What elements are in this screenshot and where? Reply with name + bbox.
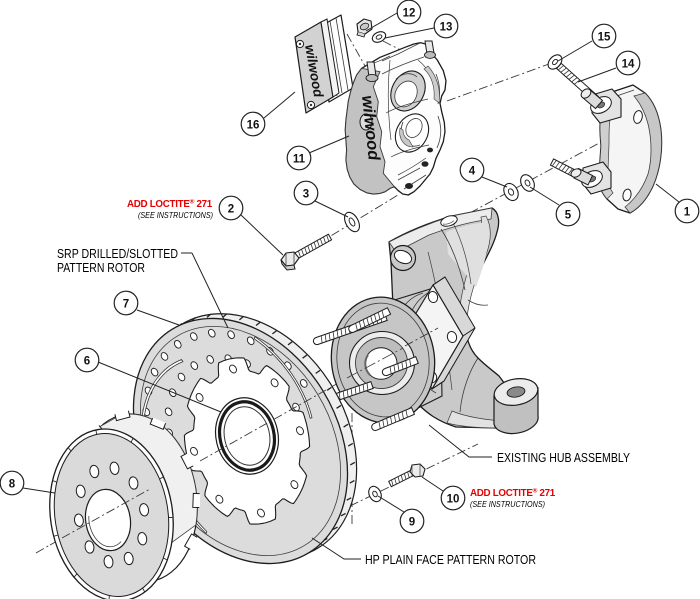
svg-text:SRP DRILLED/SLOTTED: SRP DRILLED/SLOTTED <box>57 247 178 261</box>
svg-text:(SEE INSTRUCTIONS): (SEE INSTRUCTIONS) <box>470 500 545 509</box>
svg-text:13: 13 <box>440 22 453 34</box>
svg-text:11: 11 <box>293 154 306 166</box>
svg-text:HP PLAIN FACE PATTERN ROTOR: HP PLAIN FACE PATTERN ROTOR <box>365 553 536 567</box>
svg-text:15: 15 <box>598 32 611 44</box>
svg-text:4: 4 <box>469 166 476 178</box>
svg-text:8: 8 <box>9 479 16 491</box>
svg-text:ADD LOCTITE® 271: ADD LOCTITE® 271 <box>470 487 556 500</box>
svg-text:(SEE INSTRUCTIONS): (SEE INSTRUCTIONS) <box>138 211 213 220</box>
svg-text:7: 7 <box>123 299 129 311</box>
svg-text:3: 3 <box>303 189 309 201</box>
svg-text:9: 9 <box>409 517 415 529</box>
svg-text:ADD LOCTITE® 271: ADD LOCTITE® 271 <box>127 198 213 211</box>
svg-text:10: 10 <box>447 494 460 506</box>
svg-text:14: 14 <box>622 59 635 71</box>
svg-text:EXISTING HUB ASSEMBLY: EXISTING HUB ASSEMBLY <box>497 451 631 465</box>
svg-text:5: 5 <box>565 210 572 222</box>
svg-text:16: 16 <box>247 120 260 132</box>
svg-text:6: 6 <box>84 356 90 368</box>
svg-text:1: 1 <box>684 207 691 219</box>
svg-text:PATTERN ROTOR: PATTERN ROTOR <box>57 261 145 275</box>
svg-text:12: 12 <box>403 8 416 20</box>
svg-text:2: 2 <box>228 204 234 216</box>
